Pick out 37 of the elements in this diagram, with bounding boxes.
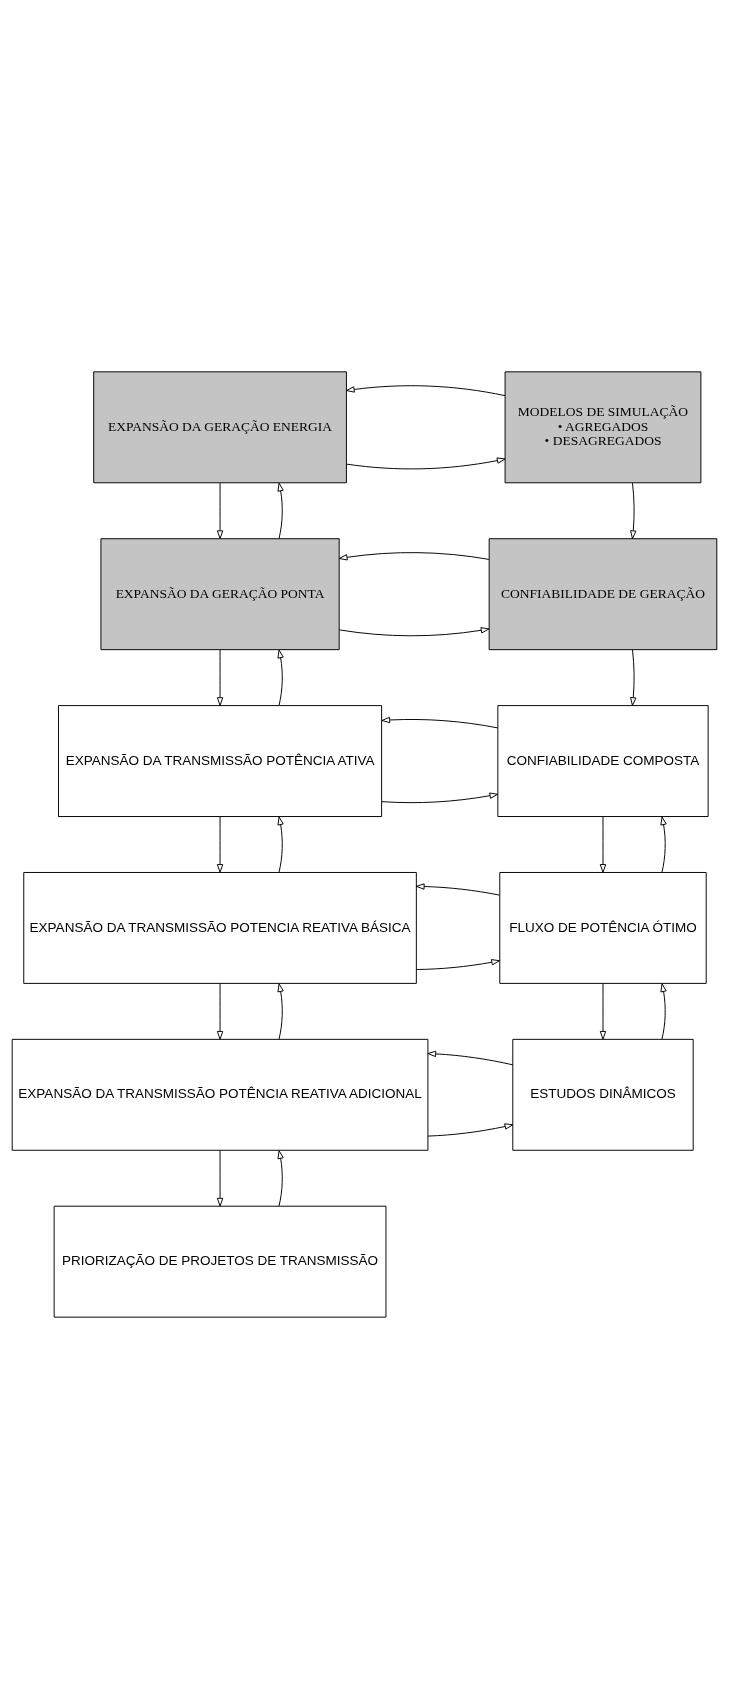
arrow [216,982,224,1040]
arrow [660,815,667,873]
node-box: ESTUDOS DINÂMICOS [512,1038,694,1151]
arrow [277,1149,284,1206]
arrow [427,1122,514,1137]
node-box: EXPANSÃO DA TRANSMISSÃO POTÊNCIA ATIVA [58,704,383,817]
arrow [345,456,506,469]
arrow [277,815,284,873]
arrow [338,626,490,636]
arrow [630,649,637,706]
arrow [216,649,224,706]
arrow [381,716,499,728]
node-box: PRIORIZAÇÃO DE PROJETOS DE TRANSMISSÃO [53,1205,387,1318]
arrow [277,649,284,706]
arrow [660,982,667,1040]
arrow [630,482,637,539]
arrow [216,815,224,873]
node-box: FLUXO DE POTÊNCIA ÓTIMO [499,871,707,984]
node-box: CONFIABILIDADE DE GERAÇÃO [488,537,718,650]
node-box: CONFIABILIDADE COMPOSTA [497,704,709,817]
arrow [415,958,500,970]
arrow [216,482,224,539]
arrow [338,551,490,560]
arrow [277,482,284,539]
node-box: EXPANSÃO DA TRANSMISSÃO POTÊNCIA REATIVA ADICIONAL [11,1038,429,1151]
arrow [345,384,506,396]
arrow [599,815,607,873]
arrow [427,1050,514,1065]
arrow [599,982,607,1040]
arrow [277,982,284,1040]
arrow [381,792,499,803]
node-box: EXPANSÃO DA GERAÇÃO PONTA [100,537,340,650]
arrow [216,1149,224,1206]
node-box: MODELOS DE SIMULAÇÃO • AGREGADOS • DESAGREGADOS [504,370,702,483]
node-box: EXPANSÃO DA GERAÇÃO ENERGIA [93,370,347,483]
node-box: EXPANSÃO DA TRANSMISSÃO POTENCIA REATIVA BÁSICA [23,871,417,984]
arrow [415,882,500,896]
